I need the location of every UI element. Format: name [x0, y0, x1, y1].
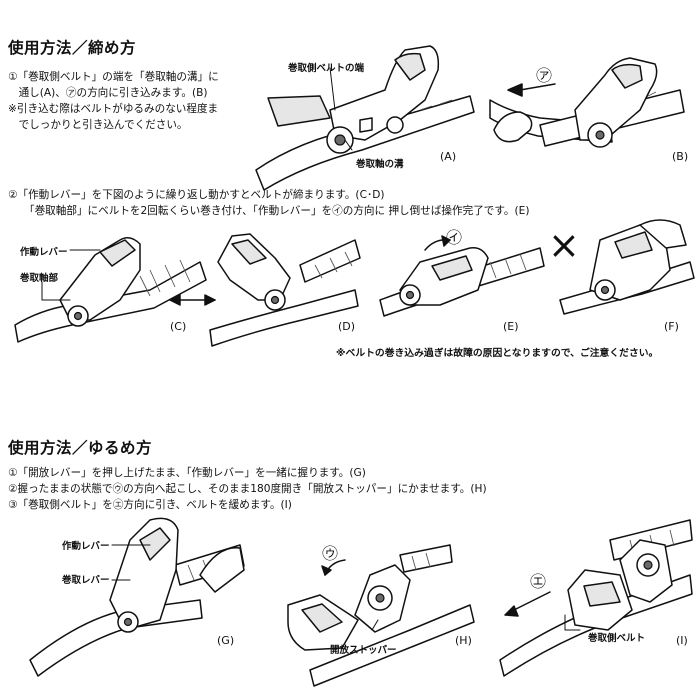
- figure-label-e: (E): [503, 320, 519, 333]
- label-axis-groove: 巻取軸の溝: [356, 159, 404, 170]
- label-belt-end: 巻取側ベルトの端: [288, 63, 365, 74]
- step1-line1: ①「巻取側ベルト」の端を「巻取軸の溝」に: [8, 71, 219, 83]
- figure-b-drawing: [489, 57, 685, 148]
- release-step1: ①「開放レバー」を押し上げたまま、「作動レバー」を一緒に握ります。(G): [8, 467, 366, 479]
- mark-i: ㋑: [446, 228, 463, 247]
- label-axis-part: 巻取軸部: [20, 273, 59, 284]
- release-step2: ②握ったままの状態で㋒の方向へ起こし、そのまま180度開き「開放ストッパー」にか…: [8, 483, 487, 495]
- figure-a-drawing: [255, 45, 475, 191]
- caution-note: ※ベルトの巻き込み過ぎは故障の原因となりますので、ご注意ください。: [336, 348, 659, 359]
- step2-line2: 「巻取軸部」にベルトを2回転くらい巻き付け、「作動レバー」を㋑の方向に 押し倒せ…: [24, 205, 530, 217]
- mark-u: ㋒: [322, 544, 339, 563]
- figure-label-d: (D): [338, 320, 356, 333]
- figure-label-i: (I): [676, 634, 688, 647]
- label-release-lever: 巻取レバー: [62, 575, 110, 586]
- figure-c-drawing: [14, 237, 216, 343]
- figure-g-drawing: [29, 517, 245, 677]
- figure-label-g: (G): [217, 634, 235, 647]
- figure-label-a: (A): [440, 150, 457, 163]
- figure-f-drawing: [559, 219, 695, 315]
- label-release-stopper: 開放ストッパー: [330, 645, 397, 656]
- step1-line2: 通し(A)、㋐の方向に引き込みます。(B): [8, 87, 208, 99]
- release-step3: ③「巻取側ベルト」を㋓方向に引き、ベルトを緩めます。(I): [8, 499, 292, 511]
- section2-title: 使用方法／ゆるめ方: [8, 439, 153, 457]
- figure-e-drawing: [379, 235, 545, 317]
- mark-a: ㋐: [536, 66, 553, 85]
- label-lever: 作動レバー: [20, 247, 68, 258]
- section1-title: 使用方法／締め方: [8, 39, 137, 57]
- figure-label-b: (B): [672, 150, 689, 163]
- figure-label-h: (H): [455, 634, 472, 647]
- figure-d-drawing: [209, 233, 361, 347]
- mark-e: ㋓: [530, 572, 547, 591]
- figure-i-drawing: [499, 519, 693, 677]
- label-lever-g: 作動レバー: [62, 541, 110, 552]
- figure-label-f: (F): [664, 320, 679, 333]
- step1-note1: ※引き込む際はベルトがゆるみのない程度ま: [8, 103, 219, 115]
- figure-label-c: (C): [170, 320, 187, 333]
- mark-x: ×: [548, 223, 580, 267]
- figure-h-drawing: [287, 544, 475, 687]
- step2-line1: ②「作動レバー」を下図のように繰り返し動かすとベルトが締まります。(C･D): [8, 189, 385, 201]
- label-take-belt: 巻取側ベルト: [588, 633, 646, 644]
- step1-note2: でしっかりと引き込んでください。: [8, 119, 188, 131]
